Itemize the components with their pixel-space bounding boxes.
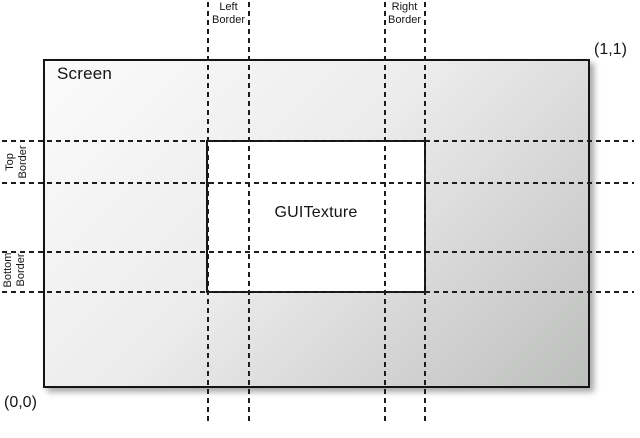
top-border-label-line1: Top <box>4 153 16 171</box>
right-border-label-line2: Border <box>387 14 422 26</box>
left-border-label-line1: Left <box>219 1 238 13</box>
right-border-label: Right Border <box>383 1 426 27</box>
right-border-label-line1: Right <box>391 1 418 13</box>
coordinate-label-bottom-left: (0,0) <box>4 394 37 411</box>
coordinate-label-top-right: (1,1) <box>594 41 627 58</box>
left-border-line-inner <box>248 2 250 423</box>
bottom-border-label: Bottom Border <box>2 246 30 294</box>
bottom-border-label-line2: Border <box>15 253 27 287</box>
left-border-label: Left Border <box>207 1 250 27</box>
screen-label: Screen <box>57 64 113 83</box>
bottom-border-line-outer <box>2 291 634 293</box>
guitexture-label: GUITexture <box>274 203 358 221</box>
bottom-border-line-inner <box>2 251 634 253</box>
guitexture-rect: GUITexture <box>206 140 426 293</box>
top-border-label-line2: Border <box>17 145 29 179</box>
bottom-border-label-line1: Bottom <box>2 252 14 288</box>
top-border-line-inner <box>2 182 634 184</box>
right-border-line-inner <box>384 2 386 423</box>
top-border-label: Top Border <box>4 139 32 185</box>
top-border-line-outer <box>2 140 634 142</box>
left-border-label-line2: Border <box>211 14 246 26</box>
right-border-line-outer <box>424 2 426 423</box>
left-border-line-outer <box>207 2 209 423</box>
